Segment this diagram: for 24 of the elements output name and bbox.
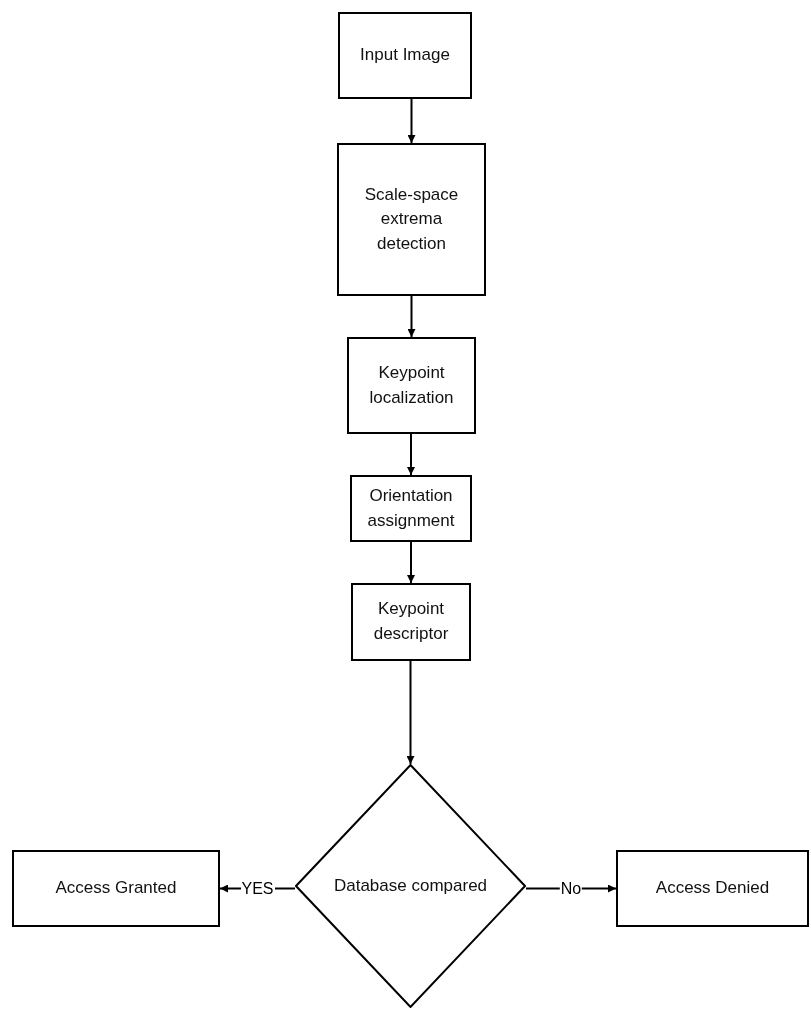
process-box [12,850,220,927]
process-box [337,143,486,296]
node-label: Access Granted [54,877,178,900]
process-box [616,850,809,927]
node-label: Keypoint localization [368,361,455,409]
edge-label: YES [240,880,275,897]
node-label: Keypoint descriptor [372,598,450,645]
node-label: Database compared [332,874,489,897]
process-box [338,12,472,99]
decision-diamond [295,764,526,1008]
arrow [525,884,617,893]
arrow [407,98,416,144]
arrow [406,660,415,765]
arrow [407,295,416,338]
node-label: Access Denied [654,877,771,900]
arrow [407,433,415,476]
process-box [350,475,472,542]
edge-label: No [559,880,583,897]
process-box [347,337,476,434]
node-label: Scale-space extrema detection [363,183,460,255]
node-label: Orientation assignment [366,484,456,532]
arrow [407,541,415,584]
node-label: Input Image [359,44,451,67]
process-box [351,583,471,661]
